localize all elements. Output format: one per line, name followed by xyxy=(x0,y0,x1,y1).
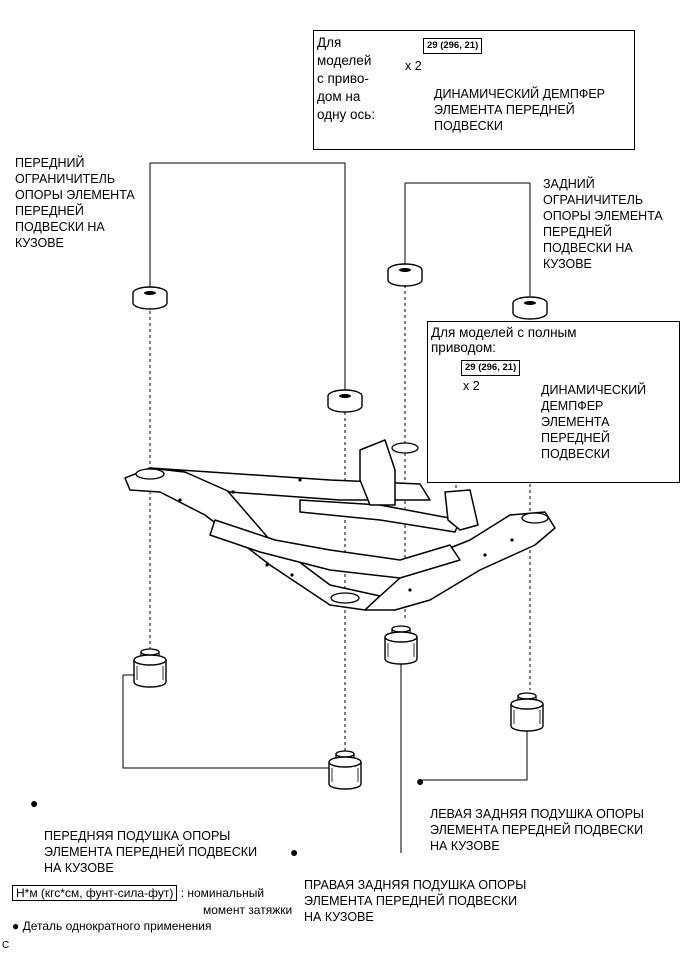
fwd-dynamic-damper-label: ДИНАМИЧЕСКИЙ ДЕМПФЕР ЭЛЕМЕНТА ПЕРЕДНЕЙ П… xyxy=(434,87,606,133)
rear-stopper-right xyxy=(387,263,423,287)
right-rear-cushion-label: ● ПРАВАЯ ЗАДНЯЯ ПОДУШКА ОПОРЫ ЭЛЕМЕНТА П… xyxy=(290,844,527,925)
legend-bullet: ● xyxy=(12,919,20,933)
fwd-models-title: Для моделей с приво- дом на одну ось: xyxy=(317,35,376,122)
left-rear-cushion-text: ЛЕВАЯ ЗАДНЯЯ ПОДУШКА ОПОРЫ ЭЛЕМЕНТА ПЕРЕ… xyxy=(430,807,644,853)
fwd-torque-spec: 29 (296, 21) xyxy=(423,38,483,54)
legend-torque-unit: Н*м (кгс*см, фунт-сила-фут) xyxy=(12,885,178,901)
front-stopper-right xyxy=(327,389,363,413)
rear-stopper-left xyxy=(512,296,548,320)
front-cushion-text: ПЕРЕДНЯЯ ПОДУШКА ОПОРЫ ЭЛЕМЕНТА ПЕРЕДНЕЙ… xyxy=(44,829,258,875)
front-stopper-left xyxy=(132,286,168,310)
nonreusable-bullet: ● xyxy=(416,773,425,789)
awd-torque-spec: 29 (296, 21) xyxy=(461,360,521,376)
left-rear-cushion-label: ● ЛЕВАЯ ЗАДНЯЯ ПОДУШКА ОПОРЫ ЭЛЕМЕНТА ПЕ… xyxy=(416,773,644,854)
front-cushion-label: ● ПЕРЕДНЯЯ ПОДУШКА ОПОРЫ ЭЛЕМЕНТА ПЕРЕДН… xyxy=(30,795,258,876)
awd-models-title: Для моделей с полным приводом: xyxy=(431,325,577,355)
awd-bolt-qty: x 2 xyxy=(463,379,480,393)
right-rear-cushion-text: ПРАВАЯ ЗАДНЯЯ ПОДУШКА ОПОРЫ ЭЛЕМЕНТА ПЕР… xyxy=(304,878,527,924)
legend-torque-desc: : номинальный xyxy=(180,886,265,900)
figure-code: C xyxy=(2,940,10,951)
legend-torque: Н*м (кгс*см, фунт-сила-фут) : номинальны… xyxy=(12,885,265,901)
legend-nonreusable: ● Деталь однократного применения xyxy=(12,919,212,934)
rear-stopper-label: ЗАДНИЙ ОГРАНИЧИТЕЛЬ ОПОРЫ ЭЛЕМЕНТА ПЕРЕД… xyxy=(543,177,663,271)
nonreusable-bullet: ● xyxy=(290,844,299,860)
nonreusable-bullet: ● xyxy=(30,795,39,811)
awd-dynamic-damper-label: ДИНАМИЧЕСКИЙ ДЕМПФЕР ЭЛЕМЕНТА ПЕРЕДНЕЙ П… xyxy=(541,383,647,461)
awd-models-box xyxy=(427,321,680,483)
legend-nonreusable-text: Деталь однократного применения xyxy=(22,919,212,933)
front-stopper-label: ПЕРЕДНИЙ ОГРАНИЧИТЕЛЬ ОПОРЫ ЭЛЕМЕНТА ПЕР… xyxy=(15,156,135,250)
legend-torque-desc-line2: момент затяжки xyxy=(203,903,293,917)
fwd-bolt-qty: x 2 xyxy=(405,59,422,73)
